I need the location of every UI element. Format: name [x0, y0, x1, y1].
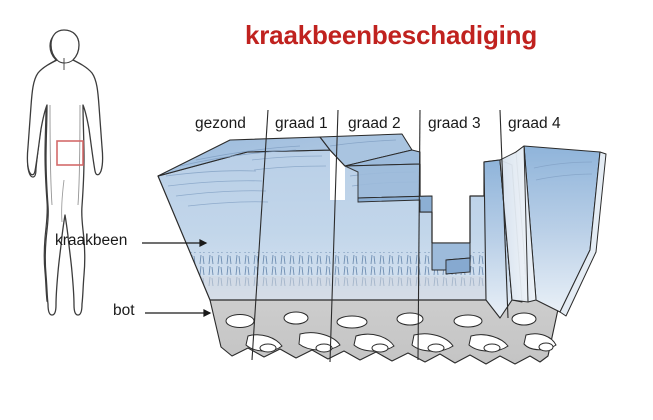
annotation-kraakbeen: kraakbeen — [55, 232, 128, 249]
grade-divider-lines — [251, 109, 509, 363]
page-title: kraakbeenbeschadiging — [245, 20, 538, 50]
human-body-silhouette — [26, 29, 104, 316]
grade2-defect — [344, 163, 433, 213]
grade-label-graad-2: graad 2 — [348, 115, 401, 132]
grade3-defect — [431, 242, 471, 275]
slab-end-cap — [499, 145, 529, 303]
grade-label-graad-1: graad 1 — [275, 115, 328, 132]
annotation-bot: bot — [113, 302, 135, 319]
annotation-arrows — [142, 239, 212, 317]
grade-label-gezond: gezond — [195, 115, 246, 132]
grade-label-graad-4: graad 4 — [508, 115, 561, 132]
bone-layer — [209, 299, 561, 365]
cartilage-top-surface — [157, 133, 421, 177]
knee-highlight-box — [56, 140, 84, 166]
grade-label-graad-3: graad 3 — [428, 115, 481, 132]
